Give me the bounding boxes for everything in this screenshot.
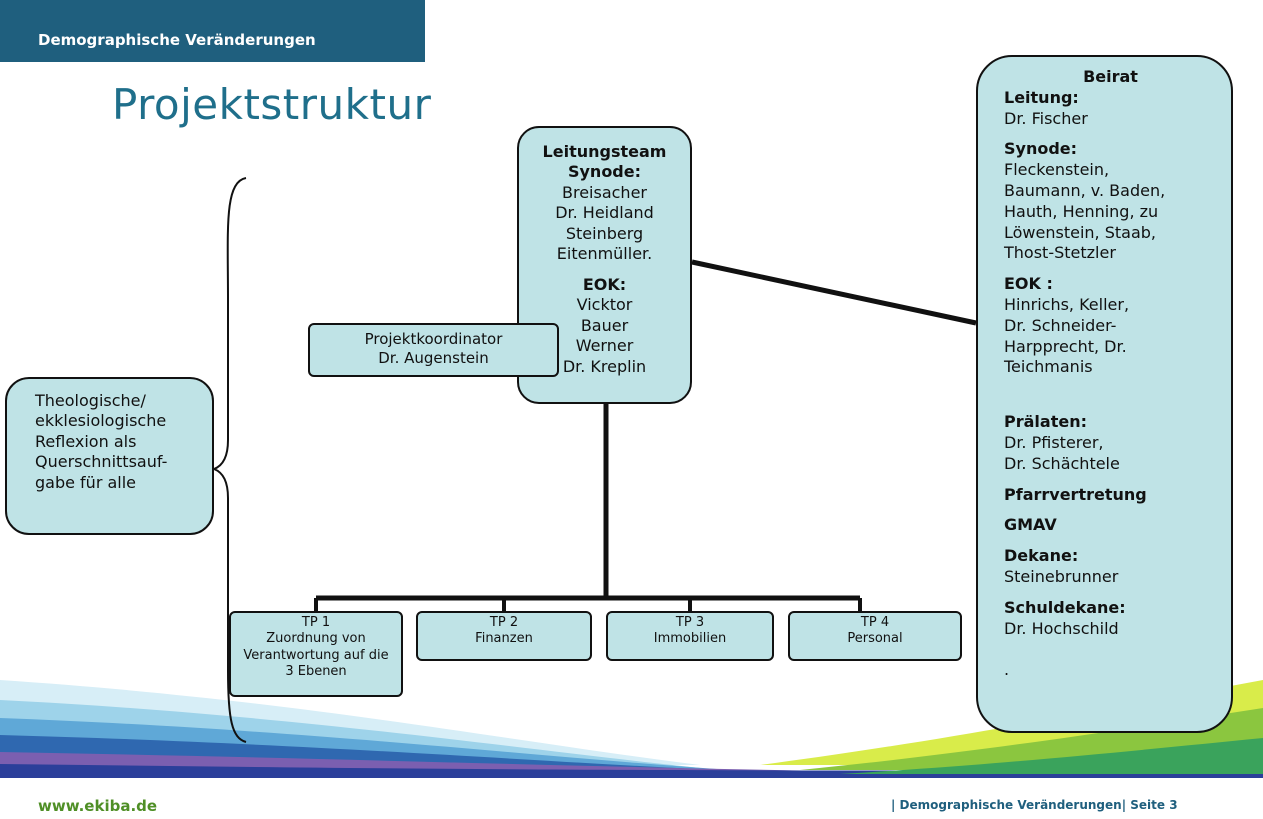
tp4-box: TP 4 Personal (788, 611, 962, 661)
coordinator-box: Projektkoordinator Dr. Augenstein (308, 323, 559, 377)
lead-heading: Leitungsteam (542, 142, 667, 161)
page-title: Projektstruktur (112, 80, 432, 129)
coordinator-title: Projektkoordinator (364, 330, 503, 348)
beirat-text: Dr. Pfisterer, Dr. Schächtele (1004, 432, 1120, 473)
lead-beirat-connector (691, 259, 977, 326)
beirat-section-dekane: Dekane: Steinebrunner (1004, 546, 1231, 588)
beirat-section-synode: Synode: Fleckenstein, Baumann, v. Baden,… (1004, 139, 1231, 264)
header-label: Demographische Veränderungen (38, 31, 316, 49)
website-link[interactable]: www.ekiba.de (38, 797, 158, 815)
beirat-heading: Pfarrvertretung (1004, 484, 1147, 504)
beirat-section-praelaten: Prälaten: Dr. Pfisterer, Dr. Schächtele (1004, 412, 1231, 474)
page-footer-info: | Demographische Veränderungen| Seite 3 (891, 798, 1178, 812)
beirat-heading: Prälaten: (1004, 412, 1087, 432)
header-band (0, 0, 425, 62)
beirat-title: Beirat (1083, 67, 1138, 86)
beirat-text: Fleckenstein, Baumann, v. Baden, Hauth, … (1004, 160, 1166, 263)
beirat-heading: GMAV (1004, 515, 1057, 535)
beirat-section-schuldekane: Schuldekane: Dr. Hochschild . (1004, 598, 1231, 681)
beirat-section-pfarrvertretung: Pfarrvertretung (1004, 485, 1231, 506)
beirat-section-eok: EOK : Hinrichs, Keller, Dr. Schneider- H… (1004, 274, 1231, 378)
beirat-text: Dr. Fischer (1004, 108, 1088, 128)
tp1-label: Zuordnung von Verantwortung auf die 3 Eb… (243, 631, 389, 679)
tp1-number: TP 1 (301, 615, 331, 630)
reflection-box: Theologische/ ekklesiologische Reflexion… (5, 377, 214, 535)
beirat-heading: EOK : (1004, 274, 1053, 294)
tp2-number: TP 2 (489, 615, 519, 630)
tp3-label: Immobilien (653, 631, 727, 647)
tp3-box: TP 3 Immobilien (606, 611, 774, 661)
beirat-heading: Leitung: (1004, 87, 1079, 107)
lead-eok-label: EOK: (582, 274, 627, 294)
beirat-heading: Dekane: (1004, 546, 1079, 566)
beirat-heading: Schuldekane: (1004, 597, 1126, 617)
beirat-text: Dr. Hochschild . (1004, 618, 1119, 680)
beirat-section-gmav: GMAV (1004, 515, 1231, 536)
tp2-label: Finanzen (475, 631, 533, 647)
beirat-text: Hinrichs, Keller, Dr. Schneider- Harppre… (1004, 294, 1130, 377)
tp4-number: TP 4 (860, 615, 890, 630)
curly-brace (211, 177, 247, 743)
lead-eok-members: Vicktor Bauer Werner Dr. Kreplin (562, 295, 647, 376)
tp1-box: TP 1 Zuordnung von Verantwortung auf die… (229, 611, 403, 697)
lead-synode-label: Synode: (567, 162, 642, 182)
advisory-board-box: Beirat Leitung: Dr. Fischer Synode: Flec… (976, 55, 1233, 733)
lead-synode-members: Breisacher Dr. Heidland Steinberg Eitenm… (555, 182, 654, 264)
beirat-section-leitung: Leitung: Dr. Fischer (1004, 88, 1231, 130)
coordinator-name: Dr. Augenstein (378, 349, 489, 368)
tp3-number: TP 3 (675, 615, 705, 630)
decorative-swoosh (0, 680, 1263, 778)
tp4-label: Personal (847, 631, 903, 647)
beirat-heading: Synode: (1004, 139, 1078, 159)
tp2-box: TP 2 Finanzen (416, 611, 592, 661)
beirat-text: Steinebrunner (1004, 566, 1119, 586)
